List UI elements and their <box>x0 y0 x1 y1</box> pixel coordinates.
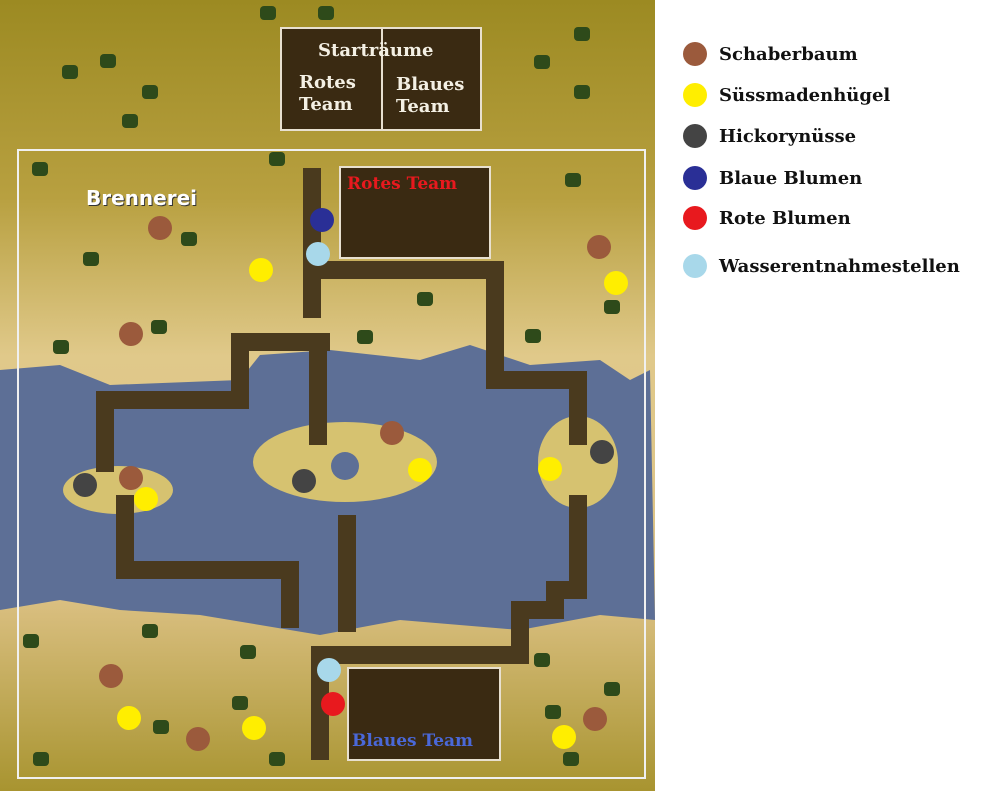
tree-icon <box>153 720 169 734</box>
tree-icon <box>122 114 138 128</box>
legend-item-blue-flowers: Blaue Blumen <box>683 166 862 190</box>
tree-icon <box>260 6 276 20</box>
start-room-blue-line2: Team <box>396 96 450 117</box>
legend-label: Hickorynüsse <box>719 125 857 147</box>
tree-icon <box>151 320 167 334</box>
marker-scraper-tree <box>119 322 143 346</box>
legend-dot <box>683 124 707 148</box>
marker-scraper-tree <box>148 216 172 240</box>
legend-label: Süssmadenhügel <box>719 84 891 106</box>
marker-hickory <box>292 469 316 493</box>
tree-icon <box>565 173 581 187</box>
tree-icon <box>232 696 248 710</box>
tree-icon <box>525 329 541 343</box>
walkways <box>96 168 587 760</box>
arena-boundary <box>17 149 646 779</box>
legend-item-red-flowers: Rote Blumen <box>683 206 851 230</box>
marker-red-flowers <box>321 692 345 716</box>
tree-icon <box>357 330 373 344</box>
marker-sweetgrub-mound <box>604 271 628 295</box>
marker-scraper-tree <box>119 466 143 490</box>
marker-sweetgrub-mound <box>117 706 141 730</box>
game-map <box>0 0 655 791</box>
legend-item-hickory: Hickorynüsse <box>683 124 856 148</box>
tree-icon <box>604 300 620 314</box>
tree-icon <box>100 54 116 68</box>
red-team-base-label: Rotes Team <box>347 174 458 194</box>
legend-item-sweetgrub-mound: Süssmadenhügel <box>683 83 890 107</box>
start-rooms-title: Starträume <box>318 40 434 61</box>
resource-markers <box>73 208 628 751</box>
tree-icon <box>574 27 590 41</box>
tree-icon <box>534 55 550 69</box>
tree-icon <box>269 752 285 766</box>
tree-icon <box>240 645 256 659</box>
marker-sweetgrub-mound <box>552 725 576 749</box>
start-room-blue-label: Blaues Team <box>396 74 464 118</box>
marker-hickory <box>73 473 97 497</box>
tree-icon <box>142 624 158 638</box>
tree-icon <box>534 653 550 667</box>
blue-team-base-label: Blaues Team <box>352 731 474 751</box>
legend-dot <box>683 42 707 66</box>
marker-scraper-tree <box>380 421 404 445</box>
marker-sweetgrub-mound <box>134 487 158 511</box>
tree-icon <box>142 85 158 99</box>
marker-sweetgrub-mound <box>538 457 562 481</box>
marker-scraper-tree <box>99 664 123 688</box>
tree-icon <box>563 752 579 766</box>
marker-scraper-tree <box>587 235 611 259</box>
legend-item-water: Wasserentnahmestellen <box>683 254 960 278</box>
tree-icon <box>417 292 433 306</box>
red-team-building <box>339 166 491 259</box>
marker-water <box>306 242 330 266</box>
trees <box>23 6 620 766</box>
legend-label: Rote Blumen <box>719 207 851 229</box>
legend-dot <box>683 83 707 107</box>
tree-icon <box>53 340 69 354</box>
walkway <box>96 333 330 472</box>
tree-icon <box>62 65 78 79</box>
start-room-blue-line1: Blaues <box>396 74 465 95</box>
walkway <box>312 261 587 445</box>
tree-icon <box>181 232 197 246</box>
distillery-label: Brennerei <box>86 186 197 210</box>
tree-icon <box>318 6 334 20</box>
start-room-red-line1: Rotes <box>299 72 356 93</box>
tree-icon <box>604 682 620 696</box>
marker-scraper-tree <box>186 727 210 751</box>
tree-icon <box>23 634 39 648</box>
east-island <box>538 416 618 508</box>
tree-icon <box>269 152 285 166</box>
legend-dot <box>683 166 707 190</box>
legend-label: Blaue Blumen <box>719 167 863 189</box>
walkway <box>116 495 299 628</box>
marker-scraper-tree <box>583 707 607 731</box>
tree-icon <box>33 752 49 766</box>
marker-sweetgrub-mound <box>408 458 432 482</box>
start-room-red-label: Rotes Team <box>299 72 356 116</box>
tree-icon <box>574 85 590 99</box>
legend-label: Schaberbaum <box>719 43 858 65</box>
tree-icon <box>83 252 99 266</box>
tree-icon <box>545 705 561 719</box>
walkway <box>311 495 587 760</box>
legend-item-scraper-tree: Schaberbaum <box>683 42 858 66</box>
marker-hickory <box>590 440 614 464</box>
blue-team-building <box>347 667 501 761</box>
marker-sweetgrub-mound <box>242 716 266 740</box>
marker-water <box>317 658 341 682</box>
legend-dot <box>683 206 707 230</box>
marker-sweetgrub-mound <box>249 258 273 282</box>
legend-dot <box>683 254 707 278</box>
start-room-red-line2: Team <box>299 94 353 115</box>
center-pond <box>331 452 359 480</box>
legend-label: Wasserentnahmestellen <box>719 255 960 277</box>
tree-icon <box>32 162 48 176</box>
marker-blue-flowers <box>310 208 334 232</box>
